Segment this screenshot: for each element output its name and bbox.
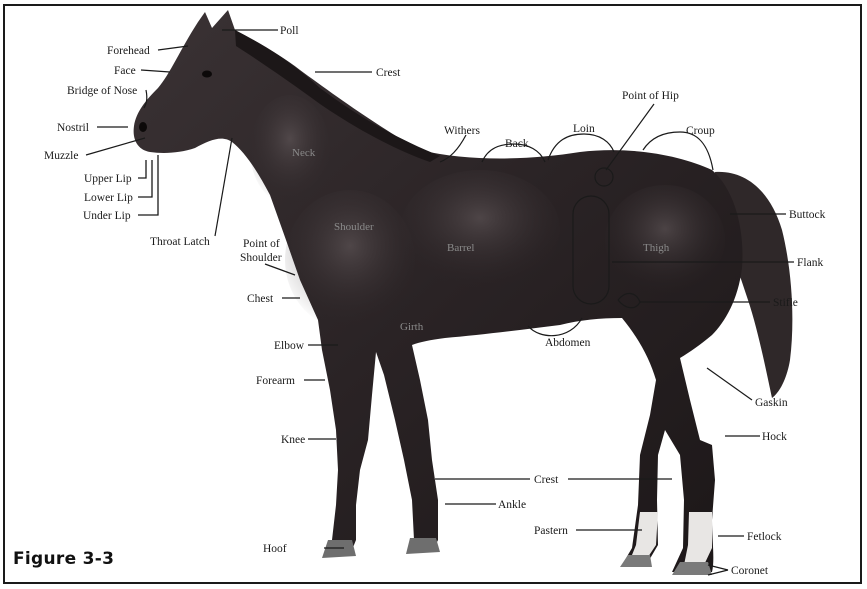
hoof-front-left bbox=[322, 540, 356, 558]
label-withers: Withers bbox=[444, 125, 480, 137]
label-chest: Chest bbox=[247, 293, 274, 305]
hoof-front-right bbox=[406, 538, 440, 554]
label-nostril: Nostril bbox=[57, 122, 89, 134]
label-poll: Poll bbox=[280, 25, 299, 37]
label-muzzle: Muzzle bbox=[44, 150, 78, 162]
label-neck: Neck bbox=[292, 147, 316, 159]
label-upper-lip: Upper Lip bbox=[84, 173, 132, 185]
label-point-of-shoulder-line2: Shoulder bbox=[240, 252, 282, 264]
label-face: Face bbox=[114, 65, 136, 77]
label-hock: Hock bbox=[762, 431, 787, 443]
label-girth: Girth bbox=[400, 321, 424, 333]
figure-caption: Figure 3-3 bbox=[13, 549, 114, 569]
label-hoof: Hoof bbox=[263, 543, 287, 555]
thigh-sheen bbox=[605, 185, 725, 295]
label-knee: Knee bbox=[281, 434, 305, 446]
label-elbow: Elbow bbox=[274, 340, 305, 352]
label-fetlock: Fetlock bbox=[747, 531, 782, 543]
label-barrel: Barrel bbox=[447, 242, 474, 254]
horse-nostril bbox=[139, 122, 147, 132]
label-bridge-of-nose: Bridge of Nose bbox=[67, 85, 137, 97]
label-under-lip: Under Lip bbox=[83, 210, 131, 222]
label-croup: Croup bbox=[686, 125, 715, 137]
neck-sheen bbox=[250, 95, 330, 205]
label-coronet: Coronet bbox=[731, 565, 769, 577]
horse-illustration bbox=[134, 10, 793, 575]
label-forearm: Forearm bbox=[256, 375, 295, 387]
horse-eye bbox=[202, 71, 212, 78]
label-forehead: Forehead bbox=[107, 45, 150, 57]
label-back: Back bbox=[505, 138, 529, 150]
label-crest-top: Crest bbox=[376, 67, 401, 79]
label-lower-lip: Lower Lip bbox=[84, 192, 133, 204]
label-loin: Loin bbox=[573, 123, 595, 135]
label-gaskin: Gaskin bbox=[755, 397, 788, 409]
label-thigh: Thigh bbox=[643, 242, 670, 254]
label-crest-lower: Crest bbox=[534, 474, 559, 486]
shoulder-sheen bbox=[285, 190, 415, 330]
hoof-hind-left bbox=[620, 555, 652, 567]
label-stifle: Stifle bbox=[773, 297, 798, 309]
label-ankle: Ankle bbox=[498, 499, 526, 511]
label-shoulder: Shoulder bbox=[334, 221, 374, 233]
barrel-sheen bbox=[400, 170, 560, 290]
label-point-of-hip: Point of Hip bbox=[622, 90, 679, 102]
label-flank: Flank bbox=[797, 257, 823, 269]
label-throat-latch: Throat Latch bbox=[150, 236, 210, 248]
label-buttock: Buttock bbox=[789, 209, 826, 221]
label-abdomen: Abdomen bbox=[545, 337, 591, 349]
label-pastern: Pastern bbox=[534, 525, 568, 537]
label-point-of-shoulder-line1: Point of bbox=[243, 238, 280, 250]
